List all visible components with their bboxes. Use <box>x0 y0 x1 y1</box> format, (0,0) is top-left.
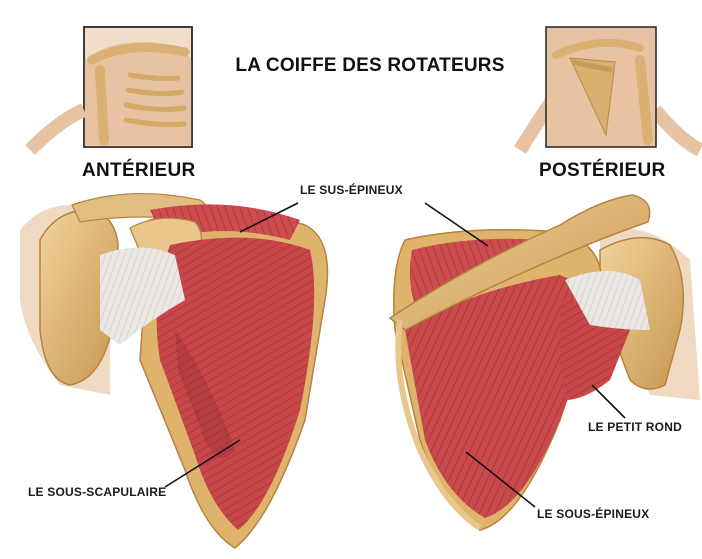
label-infraspinatus: LE SOUS-ÉPINEUX <box>537 507 649 521</box>
label-teres-minor: LE PETIT ROND <box>588 420 682 434</box>
anterior-thumbnail <box>30 27 192 150</box>
leader-teres-minor <box>592 385 625 418</box>
posterior-view-label: POSTÉRIEUR <box>539 160 666 182</box>
figure-title: LA COIFFE DES ROTATEURS <box>200 55 540 77</box>
posterior-shoulder <box>390 195 700 530</box>
posterior-thumbnail <box>520 27 700 150</box>
label-supraspinatus: LE SUS-ÉPINEUX <box>300 183 403 197</box>
anterior-view-label: ANTÉRIEUR <box>82 160 196 182</box>
label-subscapularis: LE SOUS-SCAPULAIRE <box>28 485 166 499</box>
